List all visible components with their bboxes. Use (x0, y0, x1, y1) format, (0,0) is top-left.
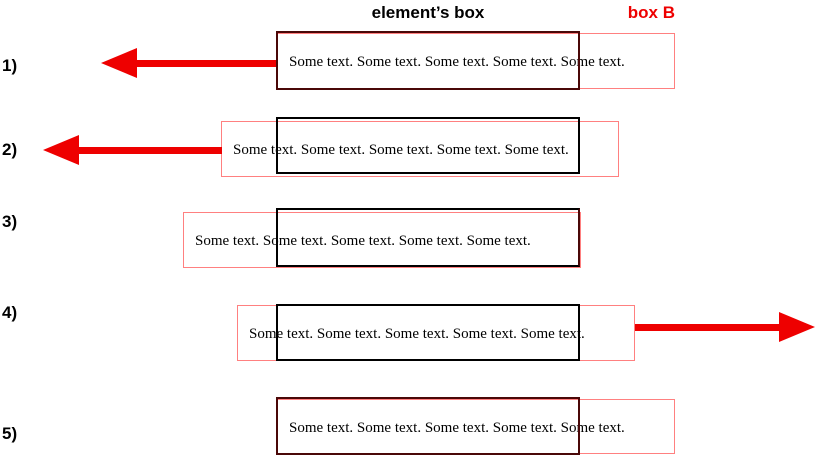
left-arrow-shaft (135, 60, 277, 67)
box-b-heading: box B (627, 3, 675, 22)
right-arrow-icon (779, 312, 815, 342)
element-box-row-1 (276, 31, 580, 90)
left-arrow-shaft (77, 147, 222, 154)
elements-box-heading: element’s box (371, 3, 485, 22)
row-5-label: 5) (2, 424, 18, 443)
sample-text: Some text. Some text. Some text. Some te… (233, 142, 569, 158)
sample-text: Some text. Some text. Some text. Some te… (289, 419, 625, 436)
sample-text: Some text. Some text. Some text. Some te… (289, 54, 625, 70)
row-3-label: 3) (2, 212, 18, 231)
box-b-row-5: Some text. Some text. Some text. Some te… (277, 399, 675, 454)
row-2-label: 2) (2, 140, 18, 159)
box-b-row-3: Some text. Some text. Some text. Some te… (183, 212, 581, 268)
element-box-row-3 (276, 208, 580, 267)
element-box-row-4 (276, 304, 580, 361)
box-b-row-1: Some text. Some text. Some text. Some te… (277, 33, 675, 89)
element-box-row-5 (276, 397, 580, 455)
sample-text: Some text. Some text. Some text. Some te… (195, 233, 531, 249)
row-1-label: 1) (2, 56, 18, 75)
sample-text: Some text. Some text. Some text. Some te… (249, 326, 585, 342)
row-4-label: 4) (2, 303, 18, 322)
left-arrow-icon (101, 48, 137, 78)
box-b-row-2: Some text. Some text. Some text. Some te… (221, 121, 619, 177)
right-arrow-shaft (635, 324, 780, 331)
left-arrow-icon (43, 135, 79, 165)
element-box-row-2 (276, 117, 580, 174)
